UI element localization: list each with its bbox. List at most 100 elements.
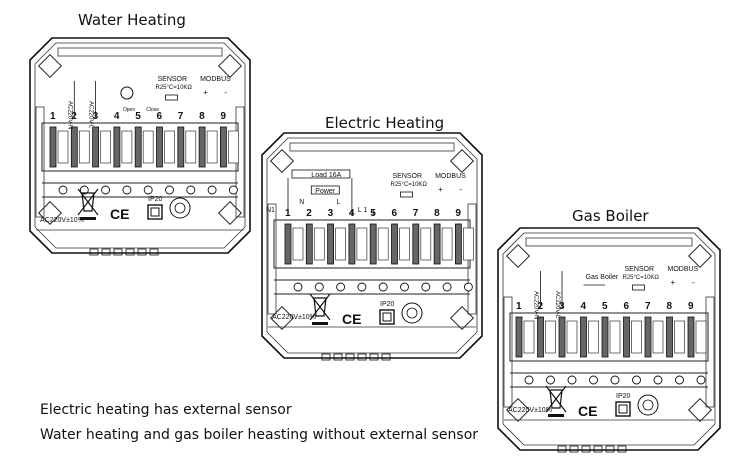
terminal-slot xyxy=(327,223,335,265)
ce-mark: CE xyxy=(578,403,597,419)
terminal-screw xyxy=(143,185,153,195)
panel-water: 123456789AC220V±10%CEIP20AC220V-NAC220V-… xyxy=(29,37,251,256)
bottom-clip xyxy=(101,248,111,256)
label-modbus: MODBUS xyxy=(200,76,231,83)
bottom-clip xyxy=(149,248,159,256)
terminal-slot xyxy=(454,223,462,265)
terminal-slot xyxy=(305,223,313,265)
terminal-divider xyxy=(399,227,410,261)
top-rail xyxy=(525,237,693,247)
panel-gas: 123456789AC220V±10%CEIP20AC220V-NAC220V-… xyxy=(497,227,721,453)
mount-screw xyxy=(449,148,475,174)
label-sensor-spec: R25°C=10KΩ xyxy=(623,275,660,281)
terminal-screw xyxy=(696,375,706,385)
ip-box-inner xyxy=(382,312,392,322)
weee-bin-icon xyxy=(309,293,331,325)
housing-inner-outline xyxy=(502,232,716,446)
terminal-number: 7 xyxy=(178,111,184,122)
power-rating: AC220V±10% xyxy=(40,217,84,224)
terminal-number: 2 xyxy=(306,208,312,219)
bottom-clip xyxy=(569,445,579,453)
terminal-number: 8 xyxy=(199,111,205,122)
terminal-number: 4 xyxy=(114,111,120,122)
terminal-divider xyxy=(185,130,197,164)
terminal-screw xyxy=(101,185,111,195)
terminal-screw xyxy=(524,375,534,385)
terminal-divider xyxy=(441,227,453,261)
ip-rating: IP20 xyxy=(616,393,631,400)
sensor-resistor xyxy=(400,191,413,198)
mount-screw xyxy=(687,243,713,269)
terminal-slot xyxy=(198,126,206,168)
bottom-clip xyxy=(345,353,355,361)
label-ac-l: AC220V-L xyxy=(88,101,94,129)
terminal-divider xyxy=(313,227,325,261)
terminal-divider xyxy=(420,227,432,261)
ce-mark: CE xyxy=(110,206,129,222)
terminal-screw xyxy=(293,282,303,292)
terminal-number: 8 xyxy=(667,301,673,312)
terminal-slot xyxy=(515,316,523,358)
terminal-slot xyxy=(113,126,121,168)
terminal-divider xyxy=(609,320,621,354)
ip-box-inner xyxy=(618,404,628,414)
label-modbus-minus: - xyxy=(224,88,227,97)
terminal-number: 6 xyxy=(392,208,398,219)
label-l: L xyxy=(337,199,341,206)
terminal-screw xyxy=(546,375,555,385)
weee-bin-icon xyxy=(545,385,567,417)
terminal-screw xyxy=(675,375,684,385)
label-ac-n: AC220V-N xyxy=(533,291,539,319)
terminal-number: 7 xyxy=(645,301,651,312)
water-heating-title: Water Heating xyxy=(78,11,186,29)
label-modbus: MODBUS xyxy=(668,266,699,273)
terminal-slot xyxy=(666,316,673,358)
adjust-knob-inner xyxy=(174,202,186,214)
terminal-number: 9 xyxy=(220,111,226,122)
label-sensor-spec: R25°C=10KΩ xyxy=(156,85,193,91)
bottom-clip xyxy=(381,353,391,361)
terminal-number: 9 xyxy=(455,208,461,219)
terminal-slot xyxy=(601,316,609,358)
terminal-slot xyxy=(369,223,377,265)
terminal-divider xyxy=(695,320,707,354)
terminal-slot xyxy=(644,316,652,358)
terminal-screw xyxy=(207,185,217,195)
bottom-clip xyxy=(593,445,603,453)
terminal-screw xyxy=(186,185,196,195)
note-water-gas: Water heating and gas boiler heasting wi… xyxy=(40,427,479,443)
terminal-screw xyxy=(336,282,346,292)
label-sensor: SENSOR xyxy=(625,266,655,273)
terminal-number: 6 xyxy=(157,111,163,122)
terminal-number: 9 xyxy=(688,301,694,312)
terminal-screw xyxy=(632,375,641,385)
terminal-screw xyxy=(589,375,598,385)
weee-bin-icon xyxy=(77,188,99,220)
ce-mark: CE xyxy=(342,311,361,327)
bottom-clip xyxy=(557,445,567,453)
terminal-screw xyxy=(357,282,367,292)
label-modbus-plus: + xyxy=(203,88,208,97)
terminal-screw xyxy=(653,375,663,385)
top-rail xyxy=(57,47,223,57)
terminal-slot xyxy=(156,126,163,168)
bottom-clip xyxy=(369,353,379,361)
terminal-divider xyxy=(228,130,239,164)
terminal-divider xyxy=(674,320,685,354)
top-rail xyxy=(289,142,455,152)
terminal-slot xyxy=(92,126,99,168)
power-rating: AC220V±10% xyxy=(272,314,316,321)
terminal-divider xyxy=(545,320,556,354)
terminal-divider xyxy=(164,130,175,164)
adjust-knob xyxy=(401,302,423,324)
ip-box xyxy=(379,309,395,325)
mount-screw xyxy=(269,148,295,174)
label-modbus-plus: + xyxy=(438,185,443,194)
terminal-divider xyxy=(57,130,69,164)
bottom-clip xyxy=(605,445,615,453)
terminal-screw xyxy=(165,185,174,195)
terminal-screw xyxy=(442,282,452,292)
valve-motor-icon xyxy=(120,86,134,100)
terminal-divider xyxy=(142,130,154,164)
label-modbus-minus: - xyxy=(692,278,695,287)
